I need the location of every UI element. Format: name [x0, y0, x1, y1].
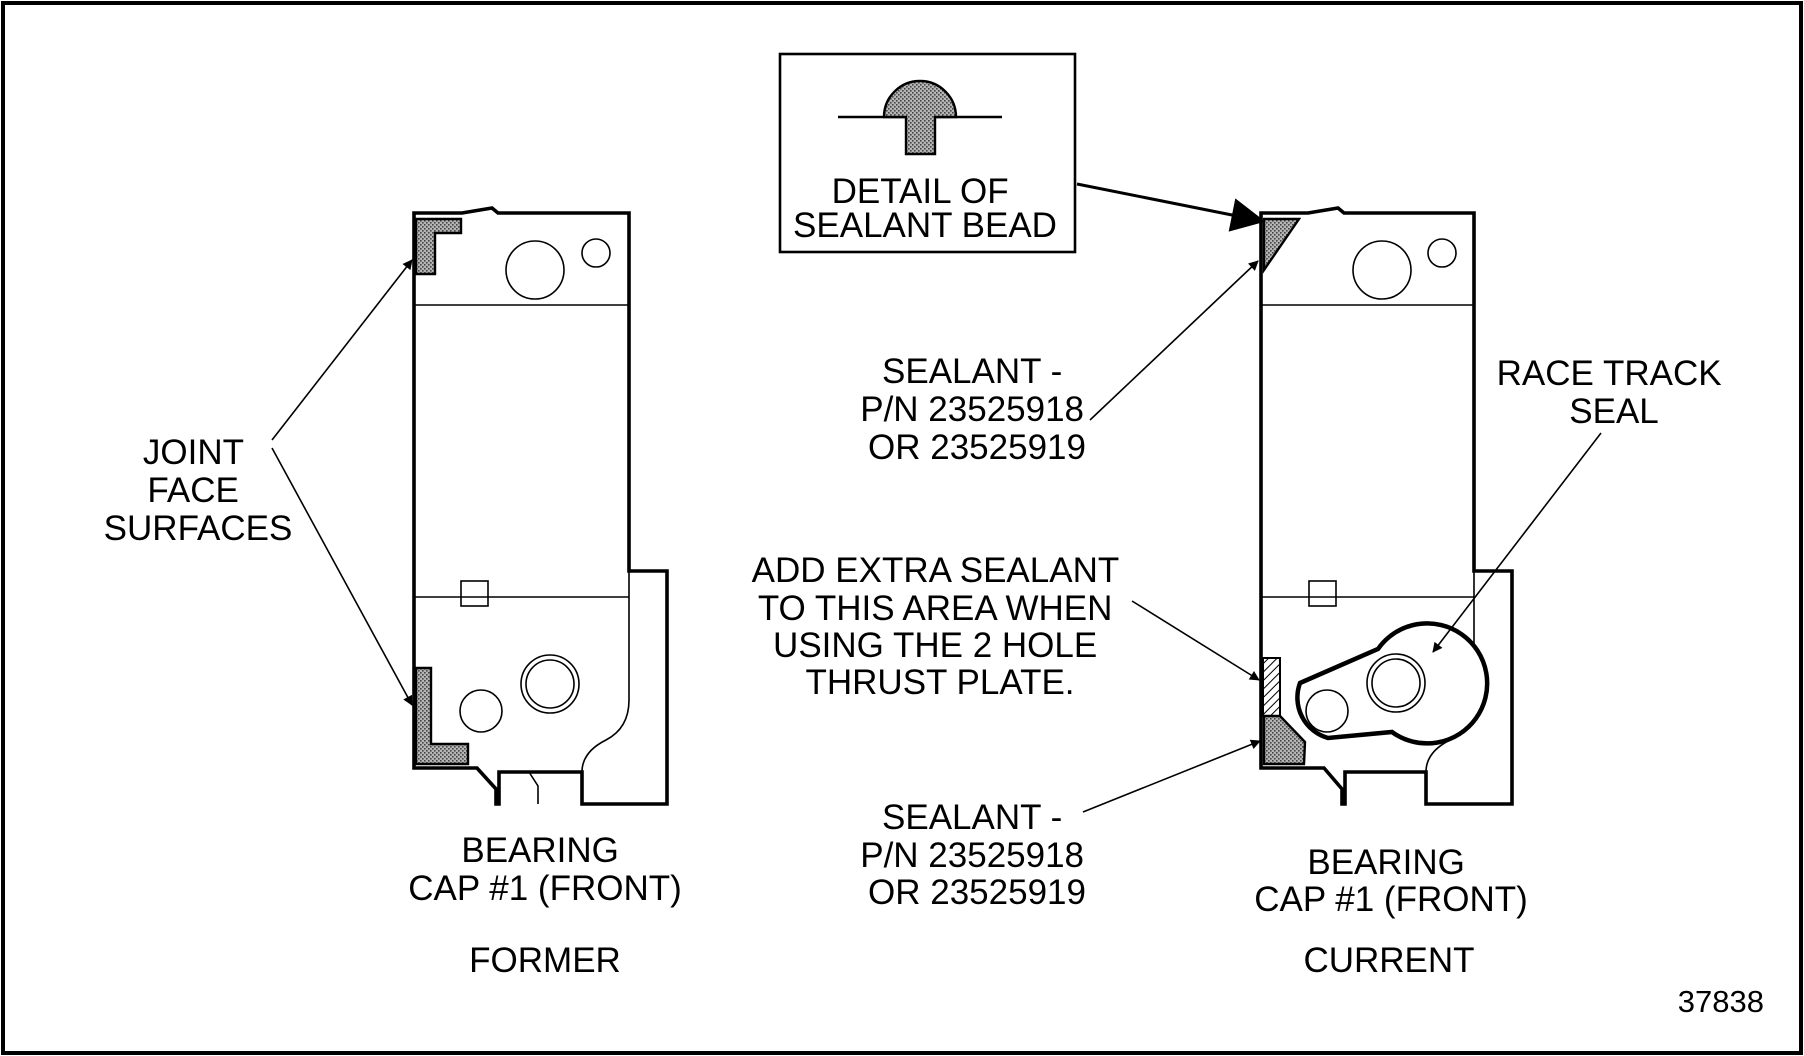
dowel-hole-inner: [525, 659, 575, 709]
joint-face-top: [414, 217, 463, 276]
figure-number: 37838: [1678, 984, 1764, 1019]
arrow-race-track: [1432, 432, 1602, 653]
cap-label-former: BEARING CAP #1 (FRONT): [408, 831, 682, 908]
cap-outline-former: [412, 206, 669, 806]
sealant-top-label: SEALANT - P/N 23525918 OR 23525919: [860, 352, 1094, 467]
dowel-hole-outer: [520, 654, 580, 714]
bearing-cap-current: SEALANT - P/N 23525918 OR 23525919 RACE …: [752, 182, 1732, 980]
seal-hole-large-inner: [1371, 658, 1421, 708]
arrow-joint-bottom: [271, 447, 413, 706]
seal-hole-small: [1305, 689, 1349, 733]
sealant-bead-detail: DETAIL OF SEALANT BEAD: [778, 52, 1077, 254]
sealant-bottom: [1262, 714, 1307, 766]
joint-face-bottom: [414, 666, 470, 766]
race-track-label: RACE TRACK SEAL: [1497, 354, 1732, 431]
sealant-top: [1262, 217, 1302, 274]
bolt-hole-large: [1352, 240, 1412, 300]
seal-hole-large-outer: [1366, 653, 1426, 713]
cap-inner-contour: [581, 571, 630, 773]
arrow-sealant-bottom: [1082, 739, 1261, 813]
locating-square: [460, 580, 489, 607]
detail-box: [778, 52, 1077, 254]
arrow-extra-sealant: [1131, 600, 1260, 681]
bolt-hole-small: [1427, 238, 1457, 268]
cap-label-current: BEARING CAP #1 (FRONT): [1254, 843, 1528, 919]
state-label-former: FORMER: [469, 941, 621, 980]
race-track-seal: [1295, 621, 1490, 746]
oil-hole: [459, 689, 503, 733]
locating-square: [1308, 580, 1337, 607]
detail-label: DETAIL OF SEALANT BEAD: [793, 172, 1057, 245]
sealant-bottom-label: SEALANT - P/N 23525918 OR 23525919: [860, 798, 1094, 912]
state-label-current: CURRENT: [1303, 941, 1474, 980]
bolt-hole-large: [505, 240, 565, 300]
sealant-bead-shape: [882, 79, 958, 156]
detail-arrow: [1076, 182, 1266, 232]
bolt-hole-small: [581, 238, 611, 268]
extra-sealant-area: [1262, 657, 1281, 717]
extra-sealant-label: ADD EXTRA SEALANT TO THIS AREA WHEN USIN…: [752, 551, 1129, 702]
cap-bottom-notch: [528, 771, 539, 804]
arrow-sealant-top: [1089, 260, 1259, 421]
joint-face-label: JOINT FACE SURFACES: [104, 433, 293, 548]
arrow-joint-top: [271, 259, 413, 441]
bearing-cap-former: JOINT FACE SURFACES BEARING CAP #1 (FRON…: [104, 206, 682, 980]
